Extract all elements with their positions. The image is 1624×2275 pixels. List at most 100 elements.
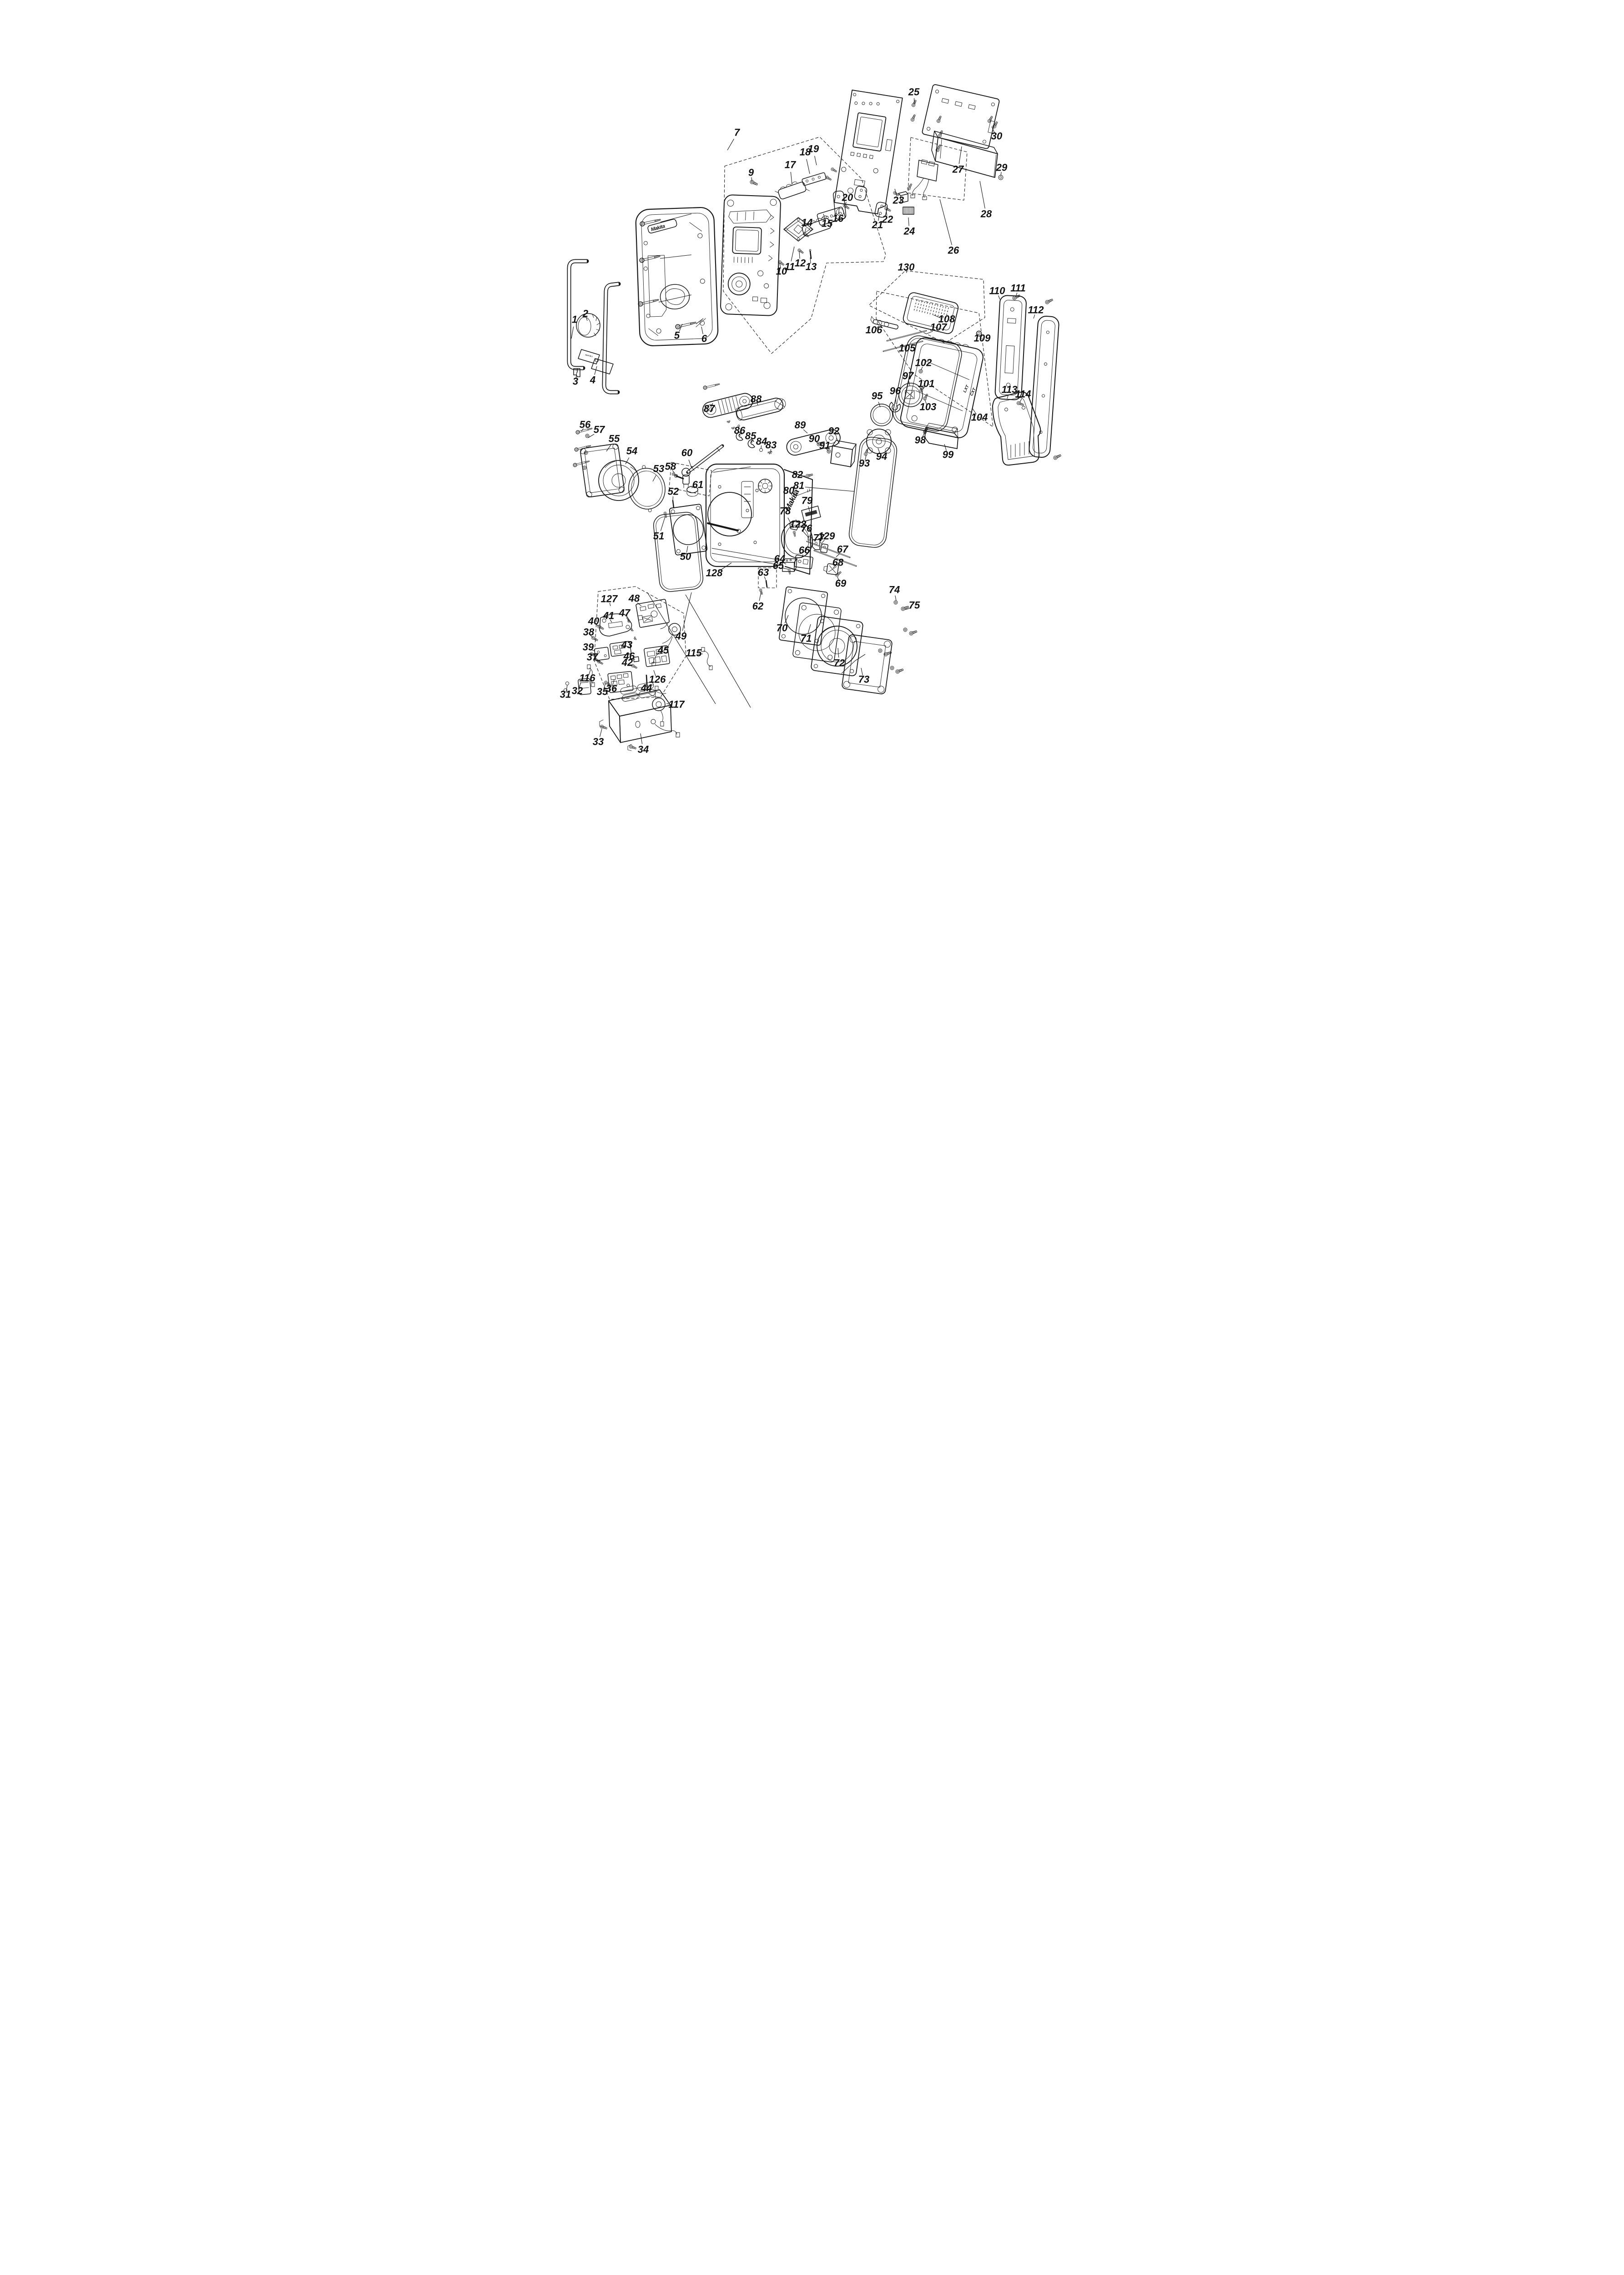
battery-holder-34 [599, 682, 680, 751]
part-number-17: 17 [785, 159, 797, 171]
part-label-93: 93 [859, 455, 870, 469]
part-label-130: 130 [898, 262, 915, 273]
part-number-3: 3 [573, 376, 578, 387]
heatsink-28 [931, 131, 998, 178]
speaker-54 [598, 460, 639, 501]
part-number-22: 22 [882, 214, 893, 225]
leader-line-48 [637, 602, 642, 607]
part-number-18: 18 [800, 147, 811, 158]
leader-line-116 [588, 669, 591, 676]
clamp-61 [686, 486, 698, 497]
leader-line-7 [727, 139, 734, 151]
leader-line-69 [837, 576, 840, 581]
leader-line-88 [757, 402, 758, 405]
part-label-88: 88 [751, 394, 762, 405]
leader-line-57 [588, 434, 595, 438]
part-number-15: 15 [822, 218, 833, 229]
side-bracket-110 [994, 295, 1027, 400]
separator-line-2 [647, 592, 716, 704]
arm-89 [786, 429, 841, 456]
part-number-82: 82 [792, 469, 803, 480]
leader-line-128 [719, 562, 732, 571]
leader-line-47 [626, 617, 629, 622]
part-label-105: 105 [899, 343, 916, 354]
part-number-45: 45 [657, 645, 669, 656]
part-label-96: 96 [890, 385, 901, 404]
part-label-21: 21 [872, 213, 883, 231]
wire-126 [651, 637, 673, 666]
part-label-57: 57 [588, 424, 605, 438]
part-number-61: 61 [692, 479, 703, 490]
part-number-126: 126 [649, 674, 666, 685]
leader-line-39 [590, 649, 595, 651]
part-number-7: 7 [734, 127, 741, 138]
part-label-27: 27 [952, 146, 964, 175]
pin-63 [765, 580, 768, 588]
group-outline-63 [758, 567, 777, 588]
part-number-29: 29 [996, 162, 1008, 173]
part-number-42: 42 [621, 657, 633, 668]
part-number-86: 86 [734, 425, 746, 436]
part-number-11: 11 [785, 261, 795, 273]
leader-line-51 [660, 516, 666, 531]
part-label-3: 3 [573, 372, 578, 387]
leader-line-101 [922, 387, 925, 390]
part-number-98: 98 [915, 435, 926, 446]
part-number-89: 89 [795, 420, 806, 431]
part-label-126: 126 [649, 670, 666, 685]
bracket-20 [817, 207, 846, 226]
part-number-39: 39 [583, 642, 594, 653]
part-number-64: 64 [774, 553, 785, 565]
leader-line-13 [810, 257, 811, 264]
part-label-41: 41 [603, 610, 614, 623]
part-number-43: 43 [621, 639, 632, 651]
part-number-23: 23 [893, 195, 904, 206]
front-panel [720, 194, 781, 316]
leader-line-77 [820, 541, 823, 546]
part-label-5: 5 [674, 324, 683, 341]
leader-line-17 [790, 172, 792, 185]
plate-68 [823, 563, 839, 575]
bracket-41 [599, 613, 632, 637]
part-label-70: 70 [777, 615, 789, 634]
leader-line-28 [979, 181, 985, 209]
leader-line-3 [575, 372, 577, 379]
makita-logo-plate: Makita [647, 219, 677, 233]
part-number-105: 105 [899, 343, 916, 354]
part-label-65: 65 [773, 560, 789, 571]
part-label-45: 45 [656, 645, 669, 656]
speaker-grille-55 [580, 444, 625, 497]
leader-line-4 [594, 366, 597, 375]
part-number-25: 25 [908, 86, 920, 98]
battery-door-108 [903, 292, 959, 334]
handle-rod-right [602, 282, 621, 394]
leader-line-2 [586, 318, 588, 321]
grommet-109 [976, 330, 982, 337]
part-label-18: 18 [800, 147, 811, 174]
leader-line-80 [792, 493, 797, 495]
leader-line-19 [814, 156, 817, 166]
part-label-127: 127 [601, 593, 618, 607]
part-number-76: 76 [801, 523, 812, 534]
part-number-108: 108 [938, 313, 955, 325]
leader-line-43 [620, 647, 625, 648]
part-label-94: 94 [876, 448, 887, 462]
part-label-68: 68 [832, 557, 844, 568]
mount-plate-94 [866, 429, 892, 454]
part-number-66: 66 [799, 545, 810, 556]
part-label-97: 97 [903, 370, 914, 386]
part-label-12: 12 [795, 251, 806, 269]
part-number-26: 26 [948, 245, 959, 256]
pipe-88 [736, 398, 786, 421]
part-label-91: 91 [819, 440, 830, 451]
spring-83 [767, 450, 773, 455]
display-pcb-27 [922, 84, 1000, 149]
part-number-27: 27 [952, 164, 964, 175]
leader-line-111 [1015, 293, 1018, 297]
part-number-36: 36 [606, 683, 617, 694]
part-label-104: 104 [971, 408, 988, 423]
part-label-24: 24 [903, 217, 915, 237]
part-label-66: 66 [799, 545, 810, 558]
gasket-81 [848, 437, 898, 548]
